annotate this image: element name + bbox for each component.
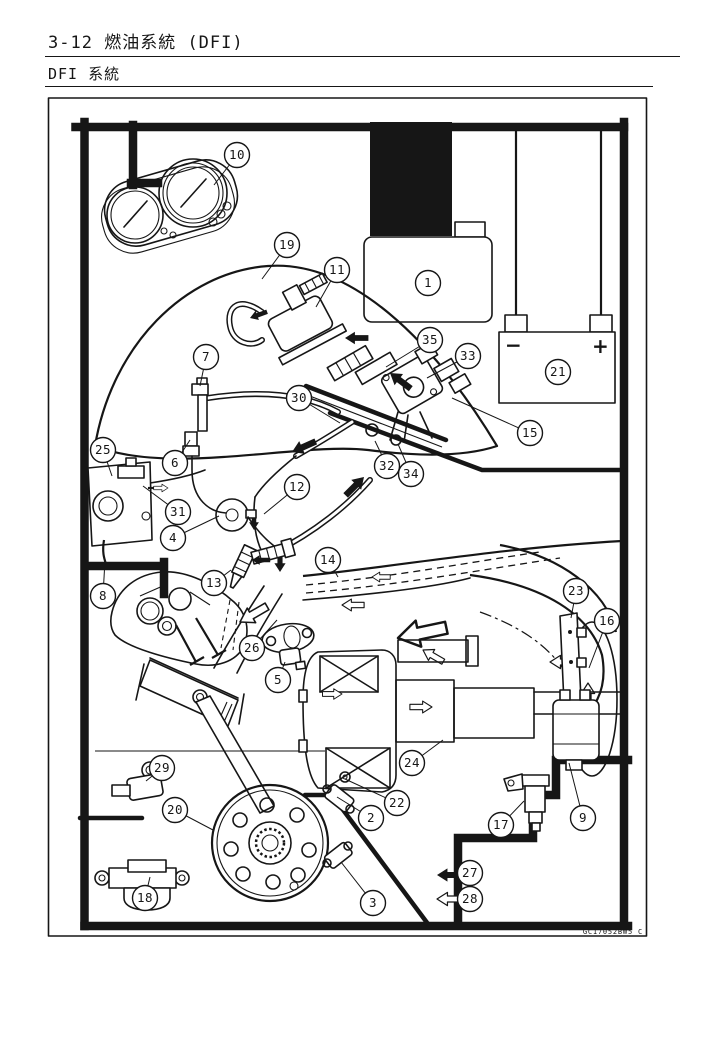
svg-text:3: 3 <box>369 895 377 910</box>
callout-2: 2 <box>336 796 385 832</box>
callout-10: 10 <box>213 141 251 186</box>
callout-16: 16 <box>588 607 621 669</box>
callout-30: 30 <box>285 384 341 424</box>
callout-8: 8 <box>89 559 117 610</box>
svg-text:32: 32 <box>379 458 395 473</box>
callout-26: 26 <box>238 619 278 662</box>
fuel-pump-assembly <box>226 272 369 366</box>
engine <box>95 571 325 814</box>
svg-text:29: 29 <box>154 760 170 775</box>
svg-text:8: 8 <box>99 588 107 603</box>
callout-layer: 1234567891011121314151617181920212223242… <box>89 141 621 917</box>
callout-21: 21 <box>544 358 572 386</box>
speed-sensor <box>111 761 164 801</box>
svg-text:13: 13 <box>206 575 222 590</box>
flywheel <box>210 783 330 903</box>
callout-29: 29 <box>145 754 176 782</box>
callout-24: 24 <box>398 739 444 777</box>
callout-13: 13 <box>200 569 232 597</box>
svg-text:15: 15 <box>522 425 538 440</box>
figure-border <box>47 97 648 937</box>
svg-text:5: 5 <box>274 672 282 687</box>
instrument-cluster <box>101 158 239 254</box>
svg-text:16: 16 <box>599 613 615 628</box>
callout-23: 23 <box>562 577 590 619</box>
callout-7: 7 <box>192 343 220 387</box>
svg-text:4: 4 <box>169 530 177 545</box>
fuel-tank-outline <box>93 264 499 460</box>
title-rule <box>45 56 680 57</box>
callout-1: 1 <box>414 269 442 297</box>
svg-text:35: 35 <box>422 332 438 347</box>
subtitle-rule <box>45 86 653 87</box>
battery-positive-label: + <box>592 334 609 358</box>
section-code: 3-12 <box>48 33 93 53</box>
svg-text:9: 9 <box>579 810 587 825</box>
callout-17: 17 <box>487 800 525 839</box>
svg-text:19: 19 <box>279 237 295 252</box>
callout-31: 31 <box>142 485 192 526</box>
callout-34: 34 <box>397 443 425 488</box>
svg-text:11: 11 <box>329 262 345 277</box>
throttle-body-assembly <box>301 341 472 448</box>
svg-text:33: 33 <box>460 348 476 363</box>
callout-35: 35 <box>385 326 444 368</box>
callout-33: 33 <box>426 342 482 379</box>
callout-4: 4 <box>159 515 220 552</box>
section-title: 燃油系統 (DFI) <box>104 33 244 53</box>
callout-3: 3 <box>340 861 387 917</box>
svg-text:24: 24 <box>404 755 420 770</box>
frame-silhouette <box>71 117 633 931</box>
svg-text:1: 1 <box>424 275 432 290</box>
callout-5: 5 <box>264 661 292 694</box>
svg-text:22: 22 <box>389 795 405 810</box>
svg-text:20: 20 <box>167 802 183 817</box>
intake-flange <box>261 622 315 671</box>
svg-text:23: 23 <box>568 583 584 598</box>
injector <box>213 537 296 674</box>
callout-15: 15 <box>451 397 544 447</box>
svg-text:28: 28 <box>462 891 478 906</box>
right-components <box>503 612 618 832</box>
svg-text:18: 18 <box>137 890 153 905</box>
svg-text:25: 25 <box>95 442 111 457</box>
svg-text:10: 10 <box>229 147 245 162</box>
callout-12: 12 <box>263 473 311 515</box>
figure-code: GC17052BW5 C <box>583 928 643 936</box>
callout-9: 9 <box>568 762 597 832</box>
svg-text:2: 2 <box>367 810 375 825</box>
callout-14: 14 <box>314 546 342 578</box>
callout-6: 6 <box>161 439 191 477</box>
page-title: 3-12 燃油系統 (DFI) <box>48 28 244 53</box>
svg-text:26: 26 <box>244 640 260 655</box>
callout-32: 32 <box>373 440 401 480</box>
svg-text:34: 34 <box>403 466 419 481</box>
callout-20: 20 <box>161 796 214 831</box>
svg-text:30: 30 <box>291 390 307 405</box>
svg-text:27: 27 <box>462 865 478 880</box>
callout-27: 27 <box>456 859 484 887</box>
svg-text:6: 6 <box>171 455 179 470</box>
svg-text:14: 14 <box>320 552 336 567</box>
svg-text:7: 7 <box>202 349 210 364</box>
callout-11: 11 <box>315 256 351 308</box>
battery-negative-label: − <box>505 333 522 357</box>
callout-22: 22 <box>344 778 411 817</box>
subsection-title: DFI 系統 <box>48 65 121 83</box>
svg-text:31: 31 <box>170 504 186 519</box>
callout-18: 18 <box>131 876 159 912</box>
callout-19: 19 <box>261 231 301 280</box>
svg-text:12: 12 <box>289 479 305 494</box>
callout-28: 28 <box>456 885 484 913</box>
svg-text:21: 21 <box>550 364 566 379</box>
callout-25: 25 <box>89 436 117 477</box>
svg-text:17: 17 <box>493 817 509 832</box>
